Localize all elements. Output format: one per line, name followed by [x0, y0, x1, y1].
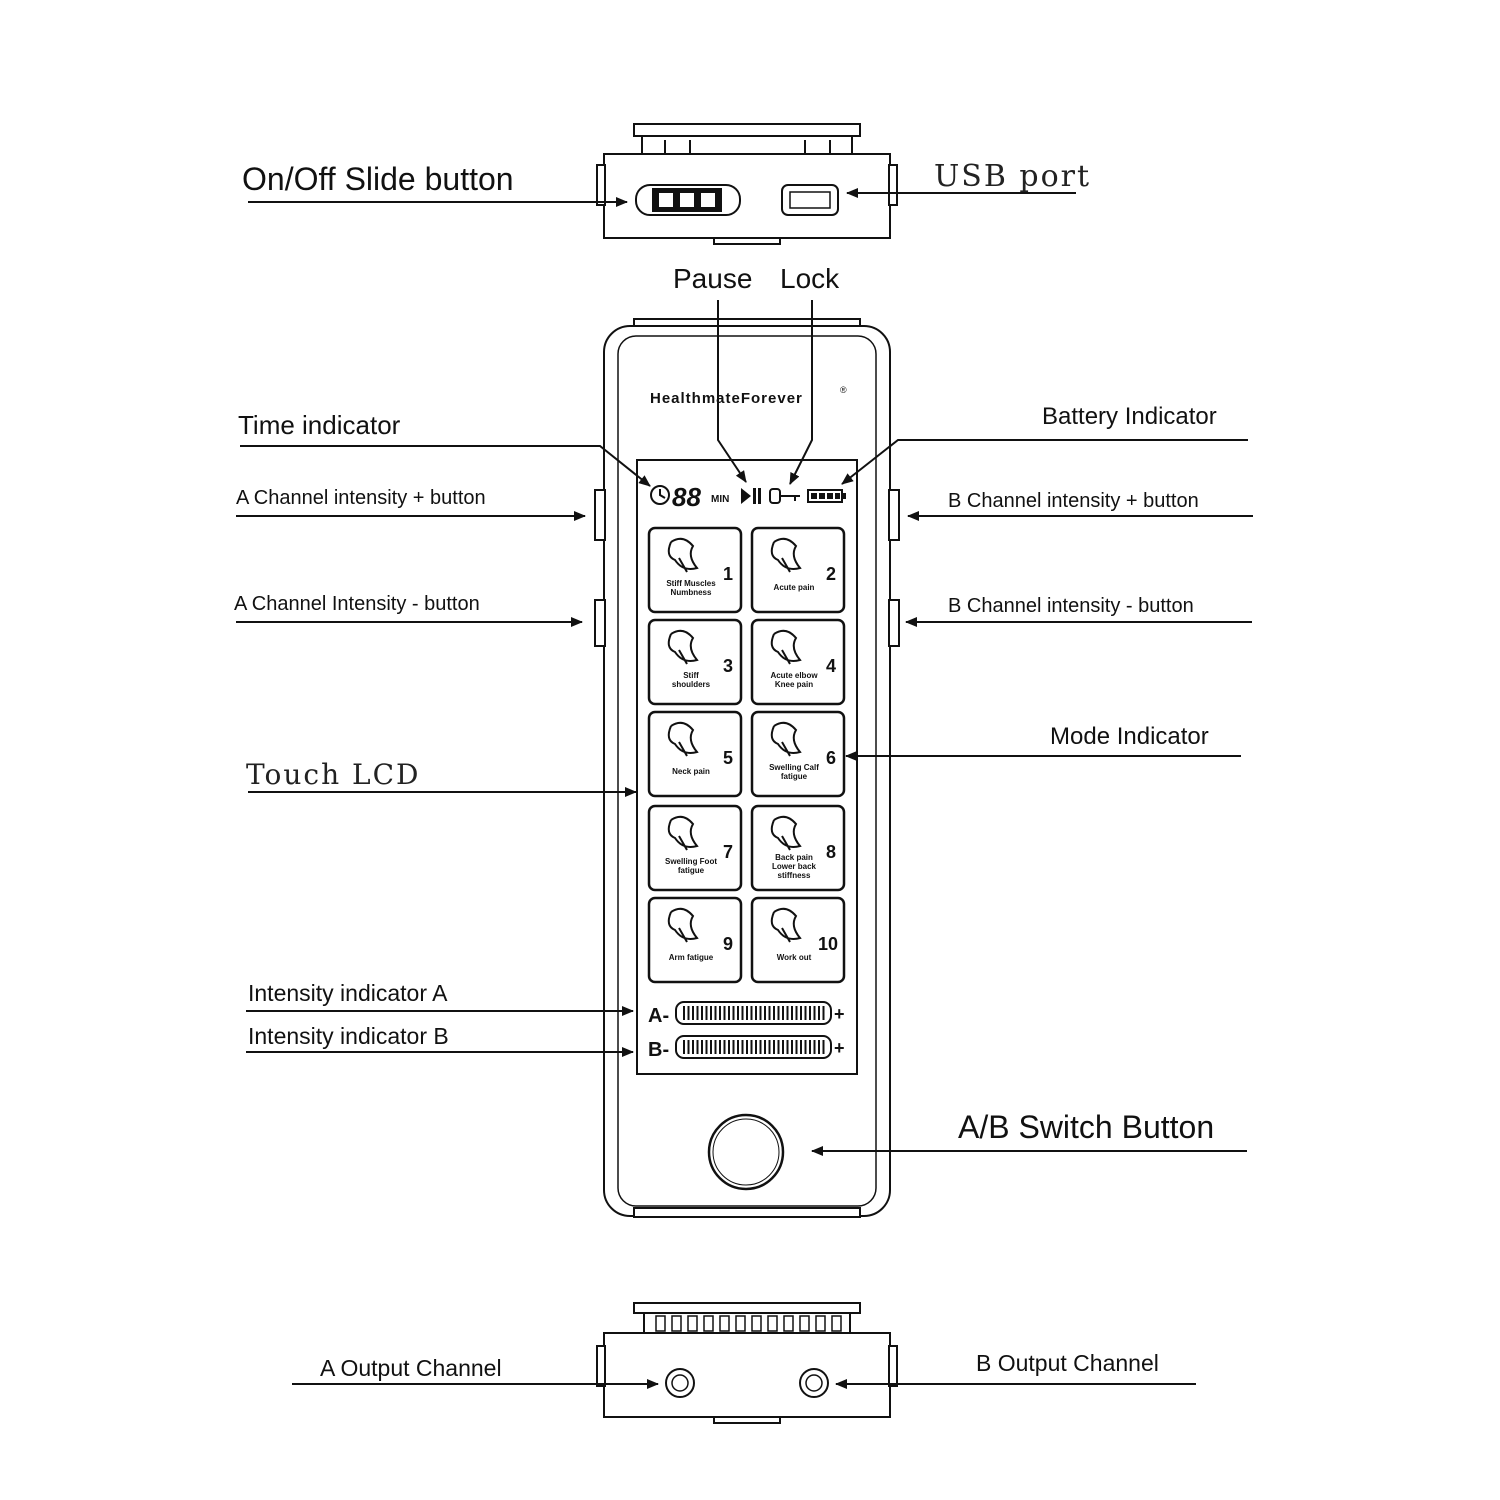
callout-touch-lcd: Touch LCD [246, 758, 420, 791]
intensity-indicator-a: A- + [648, 1001, 845, 1027]
b-minus-button[interactable] [888, 599, 900, 647]
mode-number: 8 [826, 842, 836, 862]
brand-logo: HealthmateForever [650, 390, 803, 407]
intensity-a-label: A- [648, 1005, 669, 1027]
mode-number: 9 [723, 934, 733, 954]
callout-lock: Lock [780, 263, 840, 294]
mode-number: 4 [826, 656, 836, 676]
device-front: HealthmateForever ® 88 MIN [594, 318, 900, 1218]
registered-mark: ® [840, 385, 847, 395]
callout-b-minus: B Channel intensity - button [948, 595, 1194, 617]
mode-pictogram-icon [667, 629, 699, 665]
callout-battery: Battery Indicator [1042, 403, 1217, 430]
pause-play-icon [741, 488, 761, 504]
ab-switch-button[interactable] [707, 1113, 785, 1191]
lock-key-icon [769, 488, 800, 504]
callout-on-off: On/Off Slide button [242, 161, 514, 197]
intensity-b-plus: + [834, 1038, 845, 1058]
mode-pictogram-icon [667, 537, 699, 573]
leader-time [240, 445, 651, 487]
mode-number: 10 [818, 934, 838, 954]
leader-lock [789, 300, 813, 485]
mode-pictogram-icon [770, 537, 802, 573]
mode-number: 3 [723, 656, 733, 676]
intensity-b-label: B- [648, 1039, 669, 1061]
on-off-slide-switch[interactable] [635, 184, 741, 216]
mode-number: 2 [826, 564, 836, 584]
mode-pictogram-icon [667, 815, 699, 851]
lcd-status-row: 88 MIN [650, 482, 846, 512]
time-digits: 88 [672, 482, 701, 512]
callout-usb: USB port [934, 159, 1091, 194]
callout-int-a: Intensity indicator A [248, 980, 448, 1006]
b-plus-button[interactable] [888, 489, 900, 541]
callout-a-minus: A Channel Intensity - button [234, 593, 480, 615]
mode-caption: Neck pain [672, 767, 710, 776]
b-output-jack[interactable] [799, 1368, 829, 1398]
callout-int-b: Intensity indicator B [248, 1023, 449, 1049]
mode-pictogram-icon [667, 721, 699, 757]
battery-icon [807, 489, 846, 503]
callout-mode: Mode Indicator [1050, 723, 1209, 750]
mode-pictogram-icon [667, 907, 699, 943]
mode-caption: Work out [777, 953, 812, 962]
callout-out-b: B Output Channel [976, 1350, 1159, 1376]
callouts: On/Off Slide button USB port Pause Lock … [234, 159, 1217, 1381]
mode-number: 5 [723, 748, 733, 768]
intensity-indicator-b: B- + [648, 1035, 845, 1061]
mode-number: 1 [723, 564, 733, 584]
a-minus-button[interactable] [594, 599, 606, 647]
mode-caption: Acute pain [774, 583, 815, 592]
leader-lines [236, 188, 1253, 1389]
callout-out-a: A Output Channel [320, 1355, 502, 1381]
mode-pictogram-icon [770, 907, 802, 943]
mode-number: 7 [723, 842, 733, 862]
callout-pause: Pause [673, 263, 752, 294]
mode-pictogram-icon [770, 721, 802, 757]
callout-a-plus: A Channel intensity + button [236, 487, 486, 509]
a-output-jack[interactable] [665, 1368, 695, 1398]
bottom-view [596, 1302, 898, 1424]
mode-number: 6 [826, 748, 836, 768]
time-unit: MIN [711, 494, 729, 505]
leader-pause [717, 300, 747, 483]
a-plus-button[interactable] [594, 489, 606, 541]
mode-pictogram-icon [770, 815, 802, 851]
mode-caption: Arm fatigue [669, 953, 714, 962]
callout-b-plus: B Channel intensity + button [948, 490, 1199, 512]
top-view [596, 123, 898, 245]
callout-ab-switch: A/B Switch Button [958, 1109, 1214, 1145]
usb-port[interactable] [781, 184, 839, 216]
clock-icon [650, 485, 670, 505]
intensity-a-plus: + [834, 1004, 845, 1024]
callout-time: Time indicator [238, 410, 401, 440]
leader-battery [841, 439, 1248, 485]
mode-pictogram-icon [770, 629, 802, 665]
